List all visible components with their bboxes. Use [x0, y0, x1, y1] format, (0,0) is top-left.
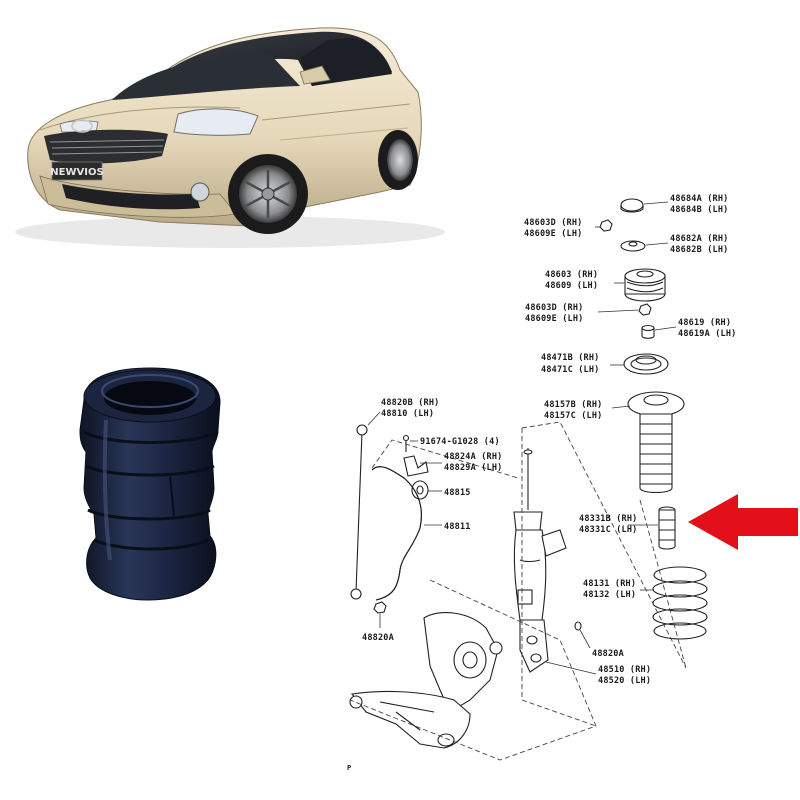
label-48157B: 48157B (RH): [544, 400, 603, 410]
diagram-stabilizer: [350, 411, 519, 628]
label-48820A-left: 48820A: [362, 633, 394, 643]
diagram-strut: [513, 428, 597, 727]
label-48815: 48815: [444, 488, 471, 498]
label-48131: 48131 (RH): [583, 579, 636, 589]
bump-stop-photo: [79, 367, 221, 601]
label-48619A: 48619A (LH): [678, 329, 737, 339]
car-photo: NEWVIOS: [15, 27, 445, 248]
label-48331C: 48331C (LH): [579, 525, 638, 535]
label-48510: 48510 (RH): [598, 665, 651, 675]
highlight-arrow: [688, 494, 798, 550]
label-48811: 48811: [444, 522, 471, 532]
label-48682A: 48682A (RH): [670, 234, 729, 244]
label-48829A: 48829A (LH): [444, 463, 503, 473]
diagram-strut-stack: [521, 198, 708, 669]
footer-mark: P: [347, 764, 351, 772]
part-labels: 48684A (RH) 48684B (LH) 48603D (RH) 4860…: [347, 194, 737, 772]
label-48820A-right: 48820A: [592, 649, 624, 659]
label-48682B: 48682B (LH): [670, 245, 729, 255]
car-badge: NEWVIOS: [50, 167, 103, 178]
label-48820B: 48820B (RH): [381, 398, 440, 408]
label-48684A: 48684A (RH): [670, 194, 729, 204]
label-48471B: 48471B (RH): [541, 353, 600, 363]
label-91674: 91674-G1028 (4): [420, 437, 500, 447]
label-48603D-top: 48603D (RH): [524, 218, 583, 228]
label-48609E-top: 48609E (LH): [524, 229, 583, 239]
label-48684B: 48684B (LH): [670, 205, 729, 215]
label-48157C: 48157C (LH): [544, 411, 603, 421]
label-48810: 48810 (LH): [381, 409, 434, 419]
label-48603: 48603 (RH): [545, 270, 598, 280]
label-48520: 48520 (LH): [598, 676, 651, 686]
diagram-knuckle: [349, 579, 597, 761]
label-48609E-bottom: 48609E (LH): [525, 314, 584, 324]
label-48331B: 48331B (RH): [579, 514, 638, 524]
label-48471C: 48471C (LH): [541, 365, 600, 375]
label-48619: 48619 (RH): [678, 318, 731, 328]
label-48609: 48609 (LH): [545, 281, 598, 291]
label-48603D-bottom: 48603D (RH): [525, 303, 584, 313]
label-48132: 48132 (LH): [583, 590, 636, 600]
label-48824A: 48824A (RH): [444, 452, 503, 462]
